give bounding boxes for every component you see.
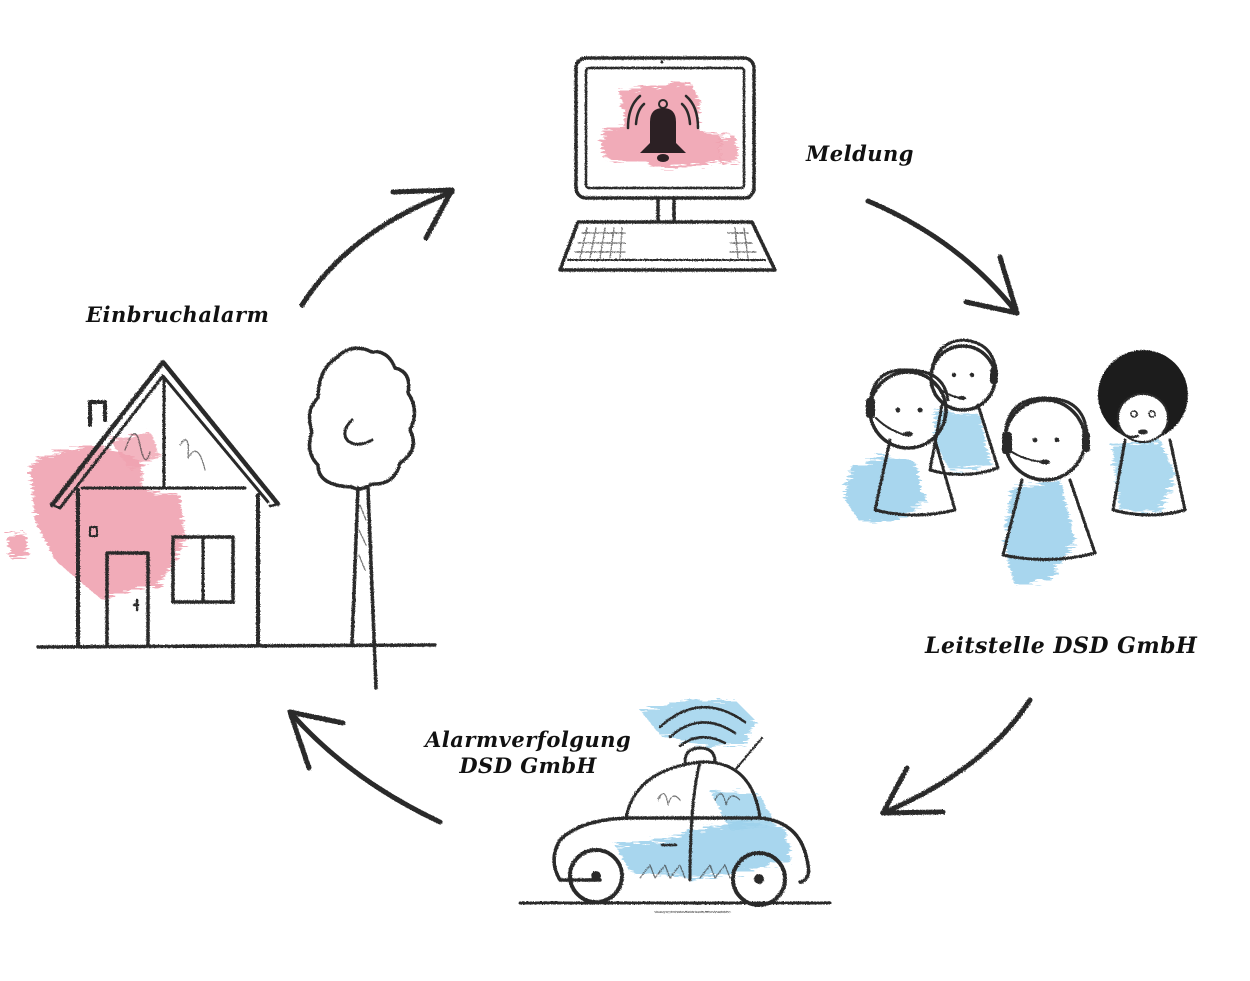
arrow-car-to-house <box>287 709 443 825</box>
step-label-alarmverfolgung-line2: DSD GmbH <box>459 753 597 779</box>
step-label-meldung: Meldung <box>806 141 914 166</box>
step-label-leitstelle: Leitstelle DSD GmbH <box>925 633 1198 659</box>
computer-alarm-bell-icon <box>558 56 777 272</box>
call-center-agents-icon <box>845 338 1188 585</box>
step-label-einbruchalarm: Einbruchalarm <box>86 302 270 327</box>
arrow-monitor-to-control <box>865 198 1020 316</box>
arrow-house-to-monitor <box>299 187 455 308</box>
alarm-splash <box>8 432 185 598</box>
alarm-bell-icon <box>626 94 700 162</box>
house-with-tree-icon <box>8 346 437 690</box>
arrow-control-to-car <box>880 697 1033 816</box>
patrol-car-icon <box>518 700 832 913</box>
step-label-alarmverfolgung-line1: Alarmverfolgung <box>425 727 632 752</box>
step-label-alarmverfolgung: Alarmverfolgung DSD GmbH <box>425 727 631 780</box>
